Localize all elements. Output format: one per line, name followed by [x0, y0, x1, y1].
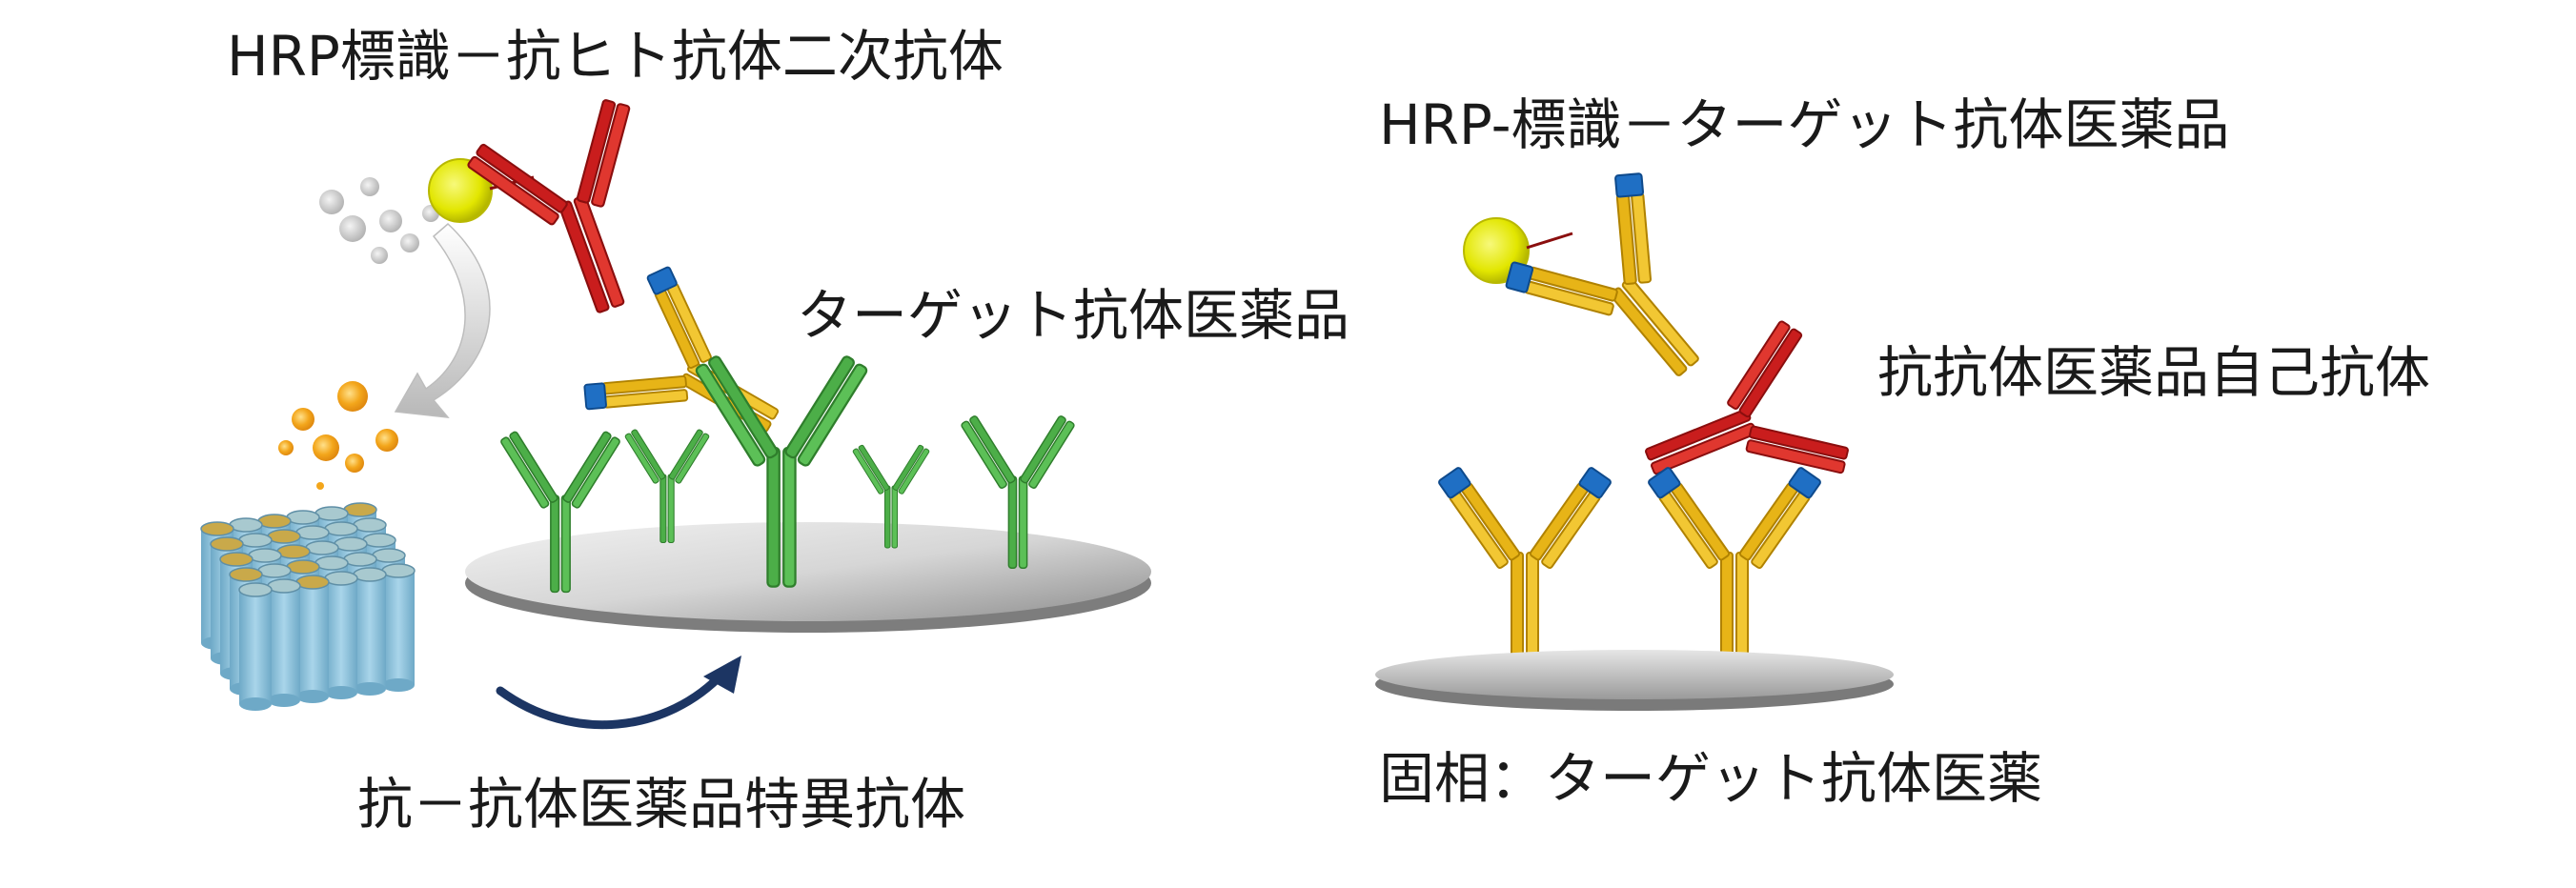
well-top — [229, 517, 263, 533]
well-top — [343, 502, 377, 517]
hrp-labeled-drug-antibody — [1494, 160, 1758, 426]
well-top — [229, 567, 263, 582]
well-body — [268, 586, 300, 700]
well-bottom — [296, 690, 329, 703]
well-top — [324, 521, 358, 536]
solid-surface-right — [1375, 650, 1894, 711]
well-top — [276, 544, 311, 559]
well-top — [353, 567, 387, 582]
hrp-enzyme — [428, 158, 493, 223]
well-top — [219, 552, 254, 567]
well-top — [324, 571, 358, 586]
well-bottom — [239, 697, 272, 711]
plate-to-surface-arrow — [496, 667, 729, 730]
label-target-drug: ターゲット抗体医薬品 — [797, 283, 1350, 348]
well-top — [314, 506, 349, 521]
well-top — [267, 578, 301, 594]
solid-phase-drug-antibody — [1646, 465, 1823, 658]
right-panel — [1375, 160, 1894, 711]
well-body — [382, 571, 415, 685]
well-top — [210, 536, 244, 552]
well-top — [295, 575, 330, 590]
label-anti-drug-autoantibody: 抗抗体医薬品自己抗体 — [1877, 340, 2431, 405]
well-body — [354, 575, 386, 689]
well-top — [286, 559, 320, 575]
label-hrp-secondary-antibody: HRP標識－抗ヒト抗体二次抗体 — [227, 24, 1004, 89]
label-solid-phase: 固相：ターゲット抗体医薬 — [1379, 746, 2043, 811]
well-top — [238, 533, 273, 548]
well-body — [239, 590, 272, 704]
well-top — [343, 552, 377, 567]
well-top — [305, 540, 339, 555]
well-bottom — [382, 678, 415, 692]
well-top — [257, 563, 292, 578]
well-top — [286, 510, 320, 525]
substrate-particles — [319, 177, 439, 264]
well-top — [200, 521, 234, 536]
well-top — [353, 517, 387, 533]
well-top — [362, 533, 396, 548]
well-top — [314, 555, 349, 571]
well-bottom — [325, 686, 357, 699]
well-top — [381, 563, 416, 578]
well-top — [238, 582, 273, 597]
well-top — [334, 536, 368, 552]
well-top — [257, 514, 292, 529]
well-body — [325, 578, 357, 693]
well-bottom — [354, 682, 386, 696]
label-hrp-labeled-target-drug: HRP-標識－ターゲット抗体医薬品 — [1379, 92, 2230, 157]
well-top — [248, 548, 282, 563]
well-top — [372, 548, 406, 563]
solid-phase-drug-antibody — [1436, 465, 1613, 658]
conversion-arrow — [394, 222, 491, 418]
product-particles — [278, 381, 398, 490]
hrp-linker-right — [1526, 232, 1573, 250]
microplate — [200, 502, 416, 711]
well-top — [295, 525, 330, 540]
left-panel — [200, 91, 1151, 730]
solid-surface-left — [465, 522, 1151, 633]
well-body — [296, 582, 329, 696]
well-top — [267, 529, 301, 544]
label-anti-drug-specific-antibody: 抗－抗体医薬品特異抗体 — [357, 772, 966, 837]
well-bottom — [268, 694, 300, 707]
